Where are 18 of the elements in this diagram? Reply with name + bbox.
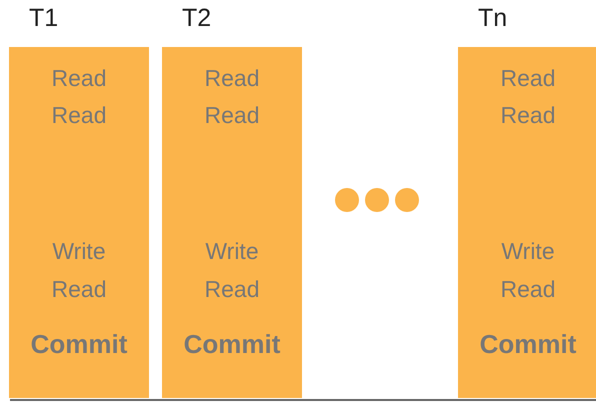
operation-label: Write (204, 240, 260, 263)
operation-label: Read (500, 278, 556, 301)
commit-operation: Commit (182, 331, 282, 357)
operation-label: Read (50, 67, 108, 90)
operation-label: Write (500, 240, 556, 263)
transaction-label: T1 (29, 6, 58, 31)
operation-label: Read (500, 104, 556, 127)
operation-label: Read (204, 67, 260, 90)
operation-label: Read (500, 67, 556, 90)
transaction-label: T2 (182, 6, 212, 31)
operation-label: Read (50, 278, 108, 301)
operation-label: Read (204, 278, 260, 301)
operation-label: Read (50, 104, 108, 127)
operation-label: Write (51, 240, 107, 263)
commit-operation: Commit (478, 331, 578, 357)
transaction-label: Tn (478, 6, 508, 31)
commit-operation: Commit (30, 331, 128, 357)
operation-label: Read (204, 104, 260, 127)
